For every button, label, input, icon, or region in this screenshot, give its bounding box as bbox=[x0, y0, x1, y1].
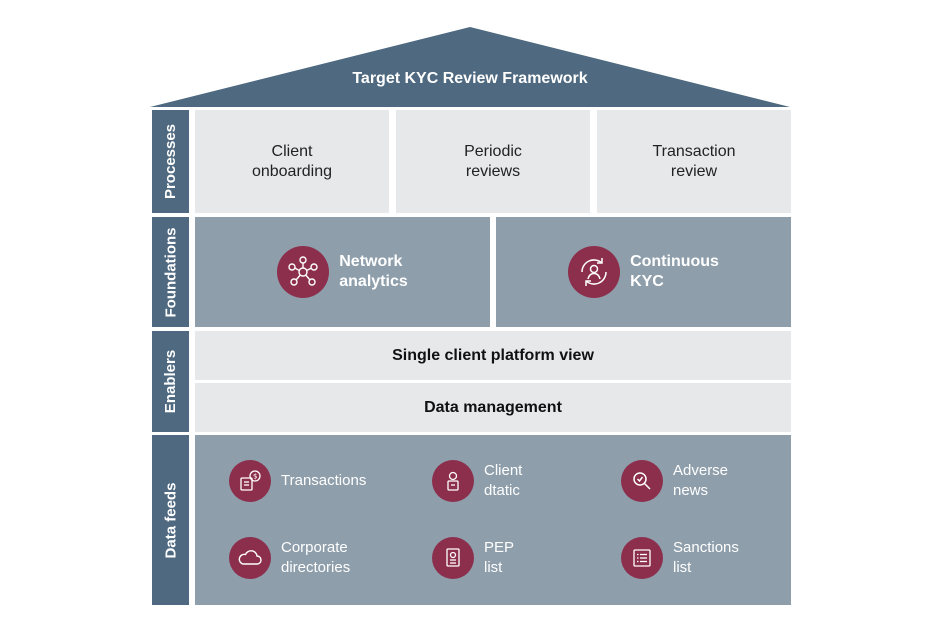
feed-adverse-news: Adverse news bbox=[621, 460, 728, 502]
feed-label: Sanctions list bbox=[673, 539, 739, 576]
feed-client-static: Client dtatic bbox=[432, 460, 522, 502]
feed-label: Transactions bbox=[281, 472, 367, 489]
foundation-network-analytics: Network analytics bbox=[195, 217, 490, 327]
enabler-data-management: Data management bbox=[195, 383, 791, 432]
feed-label: Adverse news bbox=[673, 462, 729, 499]
client-id-icon bbox=[432, 460, 474, 502]
feed-pep-list: PEP list bbox=[432, 537, 514, 579]
feed-label: Corporate directories bbox=[281, 539, 351, 576]
row-label-enablers: Enablers bbox=[152, 331, 189, 432]
magnifier-icon bbox=[621, 460, 663, 502]
process-client-onboarding: Client onboarding bbox=[195, 110, 389, 213]
transactions-icon: $ bbox=[229, 460, 271, 502]
foundation-continuous-kyc: Continuous KYC bbox=[496, 217, 791, 327]
data-feeds-panel bbox=[195, 435, 791, 605]
row-label-data-feeds: Data feeds bbox=[152, 435, 189, 605]
foundation-label: Continuous KYC bbox=[630, 253, 719, 290]
feed-sanctions-list: Sanctions list bbox=[621, 537, 739, 579]
feed-transactions: $ Transactions bbox=[229, 460, 366, 502]
framework-title: Target KYC Review Framework bbox=[352, 70, 588, 87]
row-label-foundations: Foundations bbox=[152, 217, 189, 327]
row-label-processes: Processes bbox=[152, 110, 189, 213]
process-periodic-reviews: Periodic reviews bbox=[396, 110, 590, 213]
network-icon bbox=[277, 246, 330, 298]
list-icon bbox=[621, 537, 663, 579]
roof bbox=[150, 27, 790, 107]
feed-corporate-directories: Corporate directories bbox=[229, 537, 350, 579]
id-badge-icon bbox=[432, 537, 474, 579]
enabler-single-client-platform-view: Single client platform view bbox=[195, 331, 791, 380]
cloud-icon bbox=[229, 537, 271, 579]
cycle-person-icon bbox=[568, 246, 621, 298]
svg-text:$: $ bbox=[253, 473, 257, 481]
feed-label: PEP list bbox=[484, 539, 515, 576]
foundation-label: Network analytics bbox=[339, 253, 408, 290]
feed-label: Client dtatic bbox=[484, 462, 523, 499]
process-transaction-review: Transaction review bbox=[597, 110, 791, 213]
